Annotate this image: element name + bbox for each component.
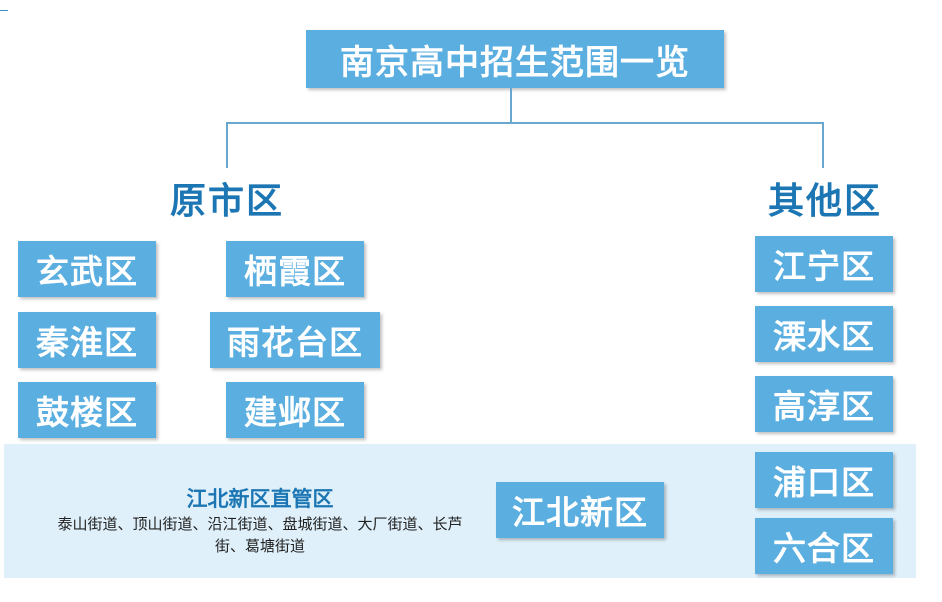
original-districts-heading: 原市区 (170, 181, 285, 222)
chart-title-box: 南京高中招生范围一览 (306, 30, 724, 88)
corner-mark (0, 10, 8, 11)
other-districts-heading: 其他区 (768, 181, 883, 222)
district-jianye: 建邺区 (226, 382, 364, 438)
connector-right-down (822, 122, 824, 168)
connector-left-down (226, 122, 228, 168)
district-luhe: 六合区 (755, 518, 893, 574)
district-jiangbei: 江北新区 (496, 482, 664, 538)
district-gaochun: 高淳区 (755, 376, 893, 432)
district-xuanwu: 玄武区 (18, 241, 156, 297)
district-jiangning: 江宁区 (755, 236, 893, 292)
district-yuhuatai: 雨花台区 (210, 312, 380, 368)
district-pukou: 浦口区 (755, 452, 893, 508)
district-qinhuai: 秦淮区 (18, 312, 156, 368)
jiangbei-zone-title: 江北新区直管区 (186, 487, 334, 511)
jiangbei-zone-streets: 泰山街道、顶山街道、沿江街道、盘城街道、大厂街道、长芦街、葛塘街道 (57, 515, 463, 555)
district-gulou: 鼓楼区 (18, 382, 156, 438)
connector-horizontal (226, 122, 824, 124)
connector-title-down (510, 88, 512, 122)
district-lishui: 溧水区 (755, 306, 893, 362)
district-qixia: 栖霞区 (226, 241, 364, 297)
